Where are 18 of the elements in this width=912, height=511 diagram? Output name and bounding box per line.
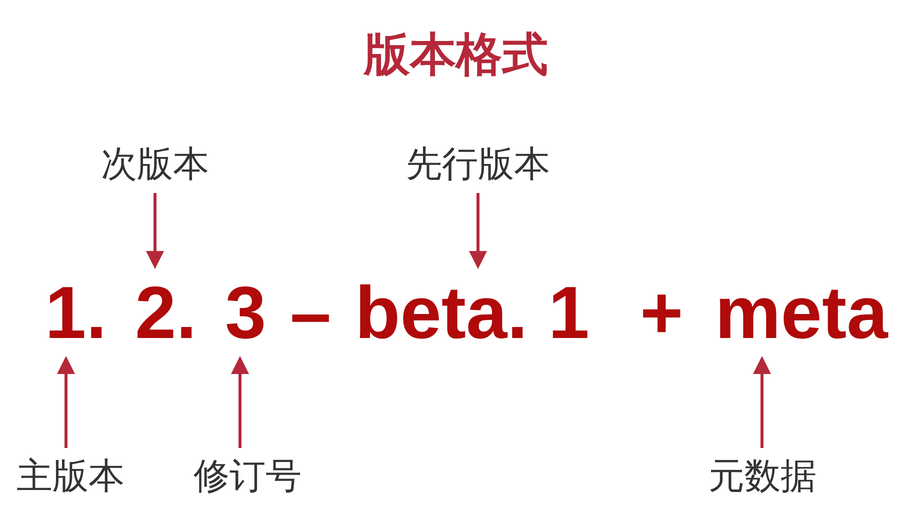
arrow [57,356,75,448]
version-part: meta [715,270,888,355]
arrow [146,193,164,269]
caption-label: 次版本 [90,140,220,189]
arrow [469,193,487,269]
version-part: 1. [45,270,107,355]
version-part: beta. 1 [355,270,590,355]
arrow [231,356,249,448]
version-separator: – [290,270,332,355]
version-separator: + [640,270,684,355]
caption-label: 修订号 [185,452,310,501]
arrow [753,356,771,448]
version-part: 3 [225,270,266,355]
version-part: 2. [135,270,197,355]
caption-label: 元数据 [700,452,825,501]
caption-label: 先行版本 [388,140,568,189]
title: 版本格式 [362,26,549,83]
caption-label: 主版本 [8,452,133,501]
